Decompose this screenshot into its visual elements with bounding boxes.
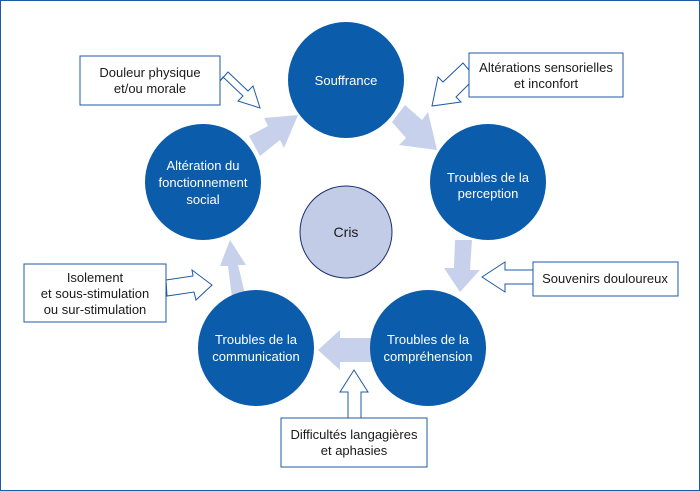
factor-box-langagieres: Difficultés langagières et aphasies [280,417,428,468]
cycle-arrow-communication-to-social [220,240,246,298]
factor-box-douleur: Douleur physique et/ou morale [79,55,221,106]
svg-text:et sous-stimulation: et sous-stimulation [41,286,149,301]
svg-text:et/ou morale: et/ou morale [114,81,186,96]
svg-text:Cris: Cris [334,224,359,240]
svg-text:Isolement: Isolement [67,270,124,285]
factor-box-isolement: Isolement et sous-stimulation ou sur-sti… [23,263,167,323]
node-souffrance: Souffrance [288,22,404,138]
svg-text:et inconfort: et inconfort [514,76,579,91]
factor-arrow-douleur [219,71,261,109]
node-social: Altération du fonctionnement social [145,124,261,240]
svg-text:perception: perception [458,186,519,201]
factor-box-souvenirs: Souvenirs douloureux [532,261,679,297]
svg-text:Altération du: Altération du [167,158,240,173]
factor-box-sensorielles: Altérations sensorielles et inconfort [468,52,624,98]
svg-text:Souvenirs douloureux: Souvenirs douloureux [542,271,668,286]
svg-text:Douleur physique: Douleur physique [99,65,200,80]
svg-text:Souffrance: Souffrance [315,73,378,88]
svg-text:communication: communication [212,349,299,364]
cycle-arrow-comprehension-to-communication [318,330,374,370]
node-perception: Troubles de la perception [430,124,546,240]
factor-arrow-souvenirs [481,261,534,293]
cycle-arrow-perception-to-comprehension [444,240,480,292]
svg-text:compréhension: compréhension [384,349,473,364]
cycle-arrow-social-to-souffrance [249,115,298,156]
node-center-cris: Cris [299,185,393,279]
svg-text:Difficultés langagières: Difficultés langagières [291,427,418,442]
node-comprehension: Troubles de la compréhension [370,290,486,406]
svg-text:Troubles de la: Troubles de la [447,170,530,185]
svg-text:Troubles de la: Troubles de la [215,332,298,347]
svg-text:Troubles de la: Troubles de la [387,332,470,347]
svg-text:Altérations sensorielles: Altérations sensorielles [479,60,613,75]
svg-text:ou sur-stimulation: ou sur-stimulation [44,302,147,317]
factor-arrow-isolement [165,268,213,301]
factor-arrow-langagieres [339,369,369,419]
svg-text:social: social [186,192,219,207]
svg-text:et aphasies: et aphasies [321,443,388,458]
node-communication: Troubles de la communication [198,290,314,406]
cycle-arrow-souffrance-to-perception [392,105,437,150]
svg-text:fonctionnement: fonctionnement [159,175,248,190]
